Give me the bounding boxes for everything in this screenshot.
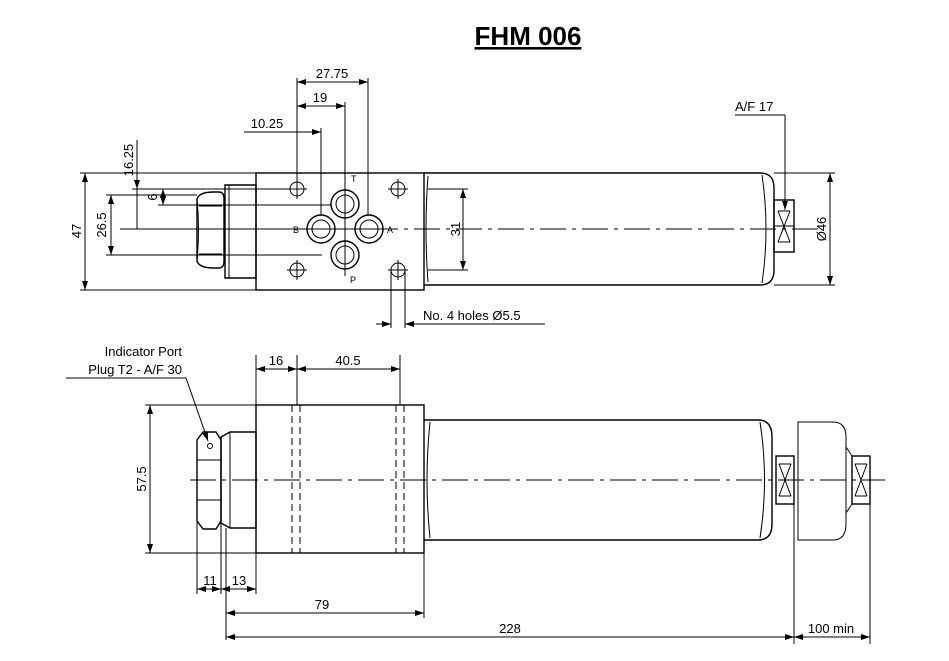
top-valve-block: T B A P	[255, 172, 425, 291]
dim-dia-46: Ø46	[814, 217, 829, 242]
side-view: 16 40.5 57.5 11 13 79 228	[66, 344, 885, 644]
top-dimensions: 27.75 19 10.25 47 26.5 16.25 6	[69, 66, 835, 328]
dim-11: 11	[203, 573, 217, 588]
dim-13: 13	[232, 573, 246, 588]
side-hex-nut	[775, 455, 795, 505]
top-end-plug	[196, 184, 257, 279]
callout-holes: No. 4 holes Ø5.5	[423, 308, 521, 323]
dim-16-25: 16.25	[121, 144, 136, 177]
dim-10-25: 10.25	[251, 116, 284, 131]
side-valve-block	[255, 404, 425, 554]
callout-af17: A/F 17	[735, 99, 773, 114]
indicator-port-dot	[207, 443, 213, 449]
dim-79: 79	[315, 597, 329, 612]
dim-6: 6	[145, 193, 160, 200]
callout-indicator-line2: Plug T2 - A/F 30	[88, 362, 182, 377]
port-label-b: B	[293, 225, 299, 235]
drawing-title: FHM 006	[475, 21, 582, 51]
dim-228: 228	[499, 621, 521, 636]
dim-40-5: 40.5	[335, 353, 360, 368]
side-dimensions: 16 40.5 57.5 11 13 79 228	[66, 344, 871, 644]
dim-19: 19	[313, 90, 327, 105]
dim-26-5: 26.5	[94, 212, 109, 237]
element-removal-outline	[797, 421, 871, 541]
dim-27-75: 27.75	[316, 66, 349, 81]
dim-47: 47	[69, 224, 84, 238]
port-label-a: A	[387, 225, 393, 235]
dim-31: 31	[448, 222, 463, 236]
callout-indicator-line1: Indicator Port	[105, 344, 183, 359]
dim-16: 16	[269, 353, 283, 368]
port-label-t: T	[351, 174, 357, 184]
port-label-p: P	[350, 275, 356, 285]
dim-100-min: 100 min	[808, 621, 854, 636]
top-cylinder	[424, 172, 795, 286]
top-view: T B A P 27.75 19	[69, 66, 835, 328]
dim-57-5: 57.5	[134, 466, 149, 491]
side-cylinder	[424, 419, 795, 541]
